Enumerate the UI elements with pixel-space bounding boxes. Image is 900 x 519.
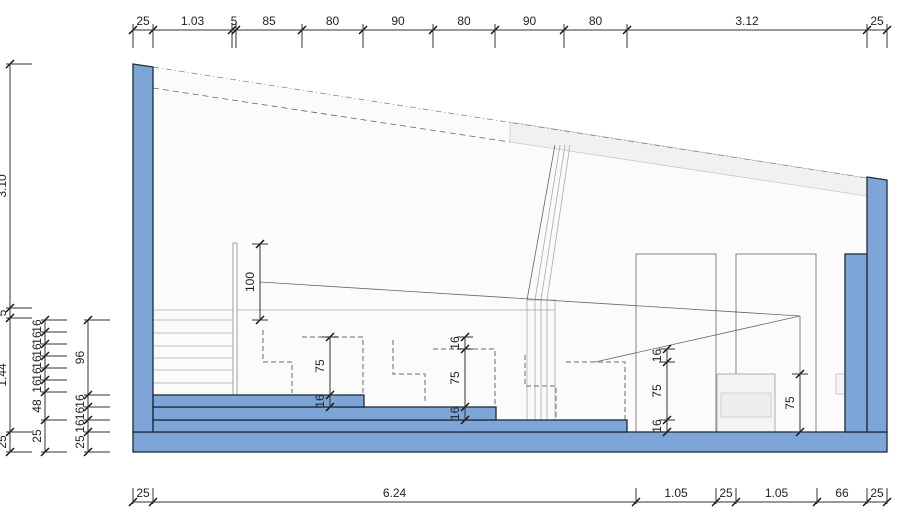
dimension-label: 96 [73, 351, 87, 365]
dimension-label: 25 [870, 14, 884, 28]
dimension-label: 16 [30, 379, 44, 393]
dimension-label: 6.24 [383, 486, 407, 500]
step-1 [152, 394, 365, 408]
dimension-label: 16 [650, 419, 664, 433]
dimension-label: 16 [313, 394, 327, 408]
dimension-label: 90 [391, 14, 405, 28]
dimension-label: 85 [262, 14, 276, 28]
stair [153, 309, 555, 384]
floor-slab [132, 431, 888, 453]
dimension-label: 25 [30, 429, 44, 443]
dimension-label: 1.44 [0, 363, 9, 387]
dimension-label: 25 [73, 435, 87, 449]
dimension-label: 80 [457, 14, 471, 28]
desk-drawer [720, 392, 772, 418]
dimension-label: 5 [0, 309, 9, 316]
dimension-label: 48 [30, 399, 44, 413]
dimension-label: 75 [313, 359, 327, 373]
dimension-label: 1.03 [181, 14, 205, 28]
dimension-label: 16 [30, 331, 44, 345]
left-wall [132, 63, 154, 433]
dimension-label: 3.10 [0, 174, 9, 198]
step-3 [152, 419, 628, 433]
railing [232, 242, 238, 396]
dimension-label: 75 [448, 371, 462, 385]
dimension-label: 75 [783, 396, 797, 410]
seats [262, 330, 626, 420]
dimension-label: 1.05 [765, 486, 789, 500]
dimension-label: 80 [589, 14, 603, 28]
dimension-label: 25 [0, 435, 9, 449]
dimension-label: 25 [870, 486, 884, 500]
dimension-label: 16 [448, 407, 462, 421]
dimension-label: 16 [650, 349, 664, 363]
roof-line [152, 66, 868, 179]
right-wall [866, 176, 888, 433]
dimension-label: 16 [73, 419, 87, 433]
dimension-label: 3.12 [735, 14, 759, 28]
dimension-label: 25 [719, 486, 733, 500]
dimension-label: 80 [326, 14, 340, 28]
step-2 [152, 406, 497, 421]
dimension-lines: 25 1.03 5 85 80 90 80 90 80 3.12 25 25 6.24 1.05 25 1.0… [0, 14, 892, 507]
dimension-label: 16 [73, 407, 87, 421]
dimension-label: 16 [30, 355, 44, 369]
dimension-label: 16 [448, 336, 462, 350]
dimension-label: 25 [136, 14, 150, 28]
dimension-label: 1.05 [664, 486, 688, 500]
dimension-label: 16 [73, 394, 87, 408]
wall-switch [835, 373, 846, 395]
dimension-label: 16 [30, 343, 44, 357]
ceiling-line [152, 87, 511, 143]
dimension-label: 75 [650, 384, 664, 398]
dimension-label: 16 [30, 319, 44, 333]
dimension-label: 5 [231, 14, 238, 28]
dimension-label: 66 [835, 486, 849, 500]
dimension-label: 90 [523, 14, 537, 28]
dimension-label: 25 [136, 486, 150, 500]
wall-pier [844, 253, 868, 433]
dimension-label: 16 [30, 367, 44, 381]
dimension-label: 100 [243, 272, 257, 292]
